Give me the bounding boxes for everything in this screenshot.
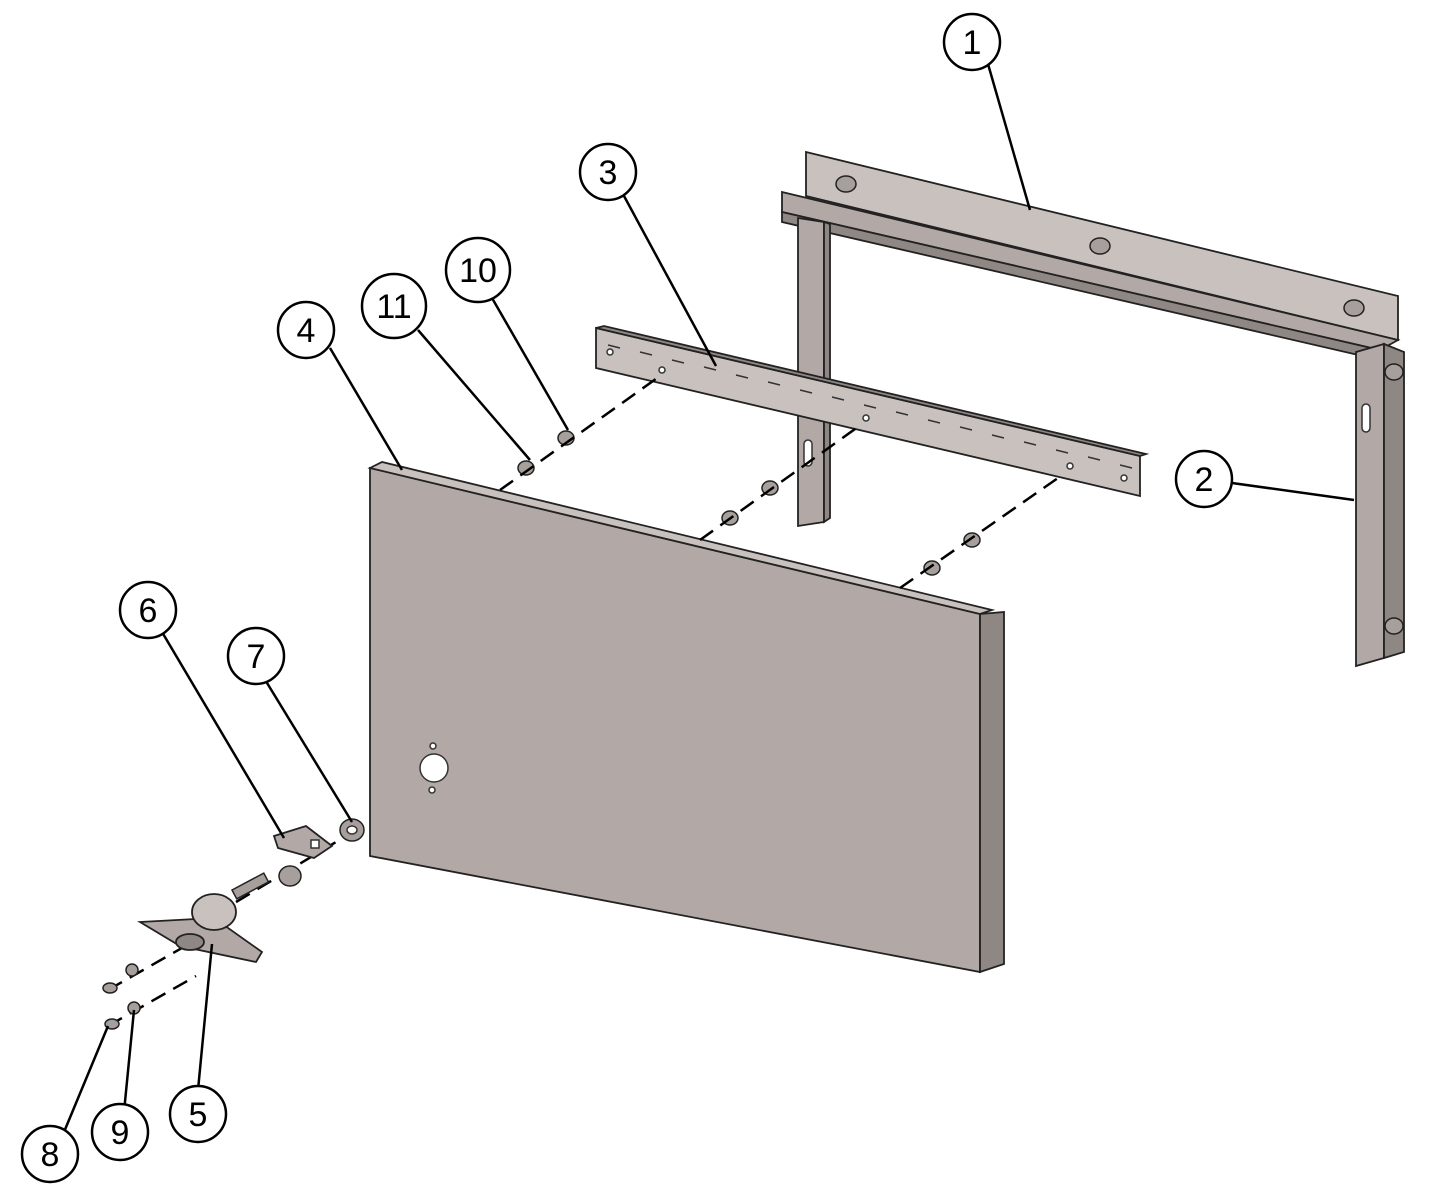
svg-text:7: 7 <box>247 638 266 676</box>
svg-text:2: 2 <box>1195 461 1214 499</box>
callout-4: 4 <box>276 300 336 360</box>
svg-text:3: 3 <box>599 154 618 192</box>
part-2-right-bracket <box>1355 342 1405 668</box>
frame-left-leg <box>797 216 831 528</box>
callout-6: 6 <box>118 580 178 640</box>
svg-text:11: 11 <box>376 288 411 326</box>
svg-text:6: 6 <box>139 592 158 630</box>
callout-8: 8 <box>20 1124 80 1184</box>
svg-text:8: 8 <box>41 1136 60 1174</box>
callout-9: 9 <box>90 1102 150 1162</box>
svg-text:10: 10 <box>459 252 497 290</box>
svg-text:9: 9 <box>111 1114 130 1152</box>
callout-1: 1 <box>942 12 1002 72</box>
svg-text:4: 4 <box>297 312 316 350</box>
callout-2: 2 <box>1174 449 1234 509</box>
callout-7: 7 <box>226 626 286 686</box>
part-1-top-bracket <box>781 150 1401 362</box>
part-6-cam-latch <box>272 825 334 859</box>
callout-5: 5 <box>168 1084 228 1144</box>
part-7-nut <box>278 818 365 887</box>
svg-text:5: 5 <box>189 1096 208 1134</box>
svg-text:1: 1 <box>963 24 982 62</box>
callout-10: 10 <box>444 236 512 304</box>
part-5-t-handle <box>137 872 270 964</box>
part-3-hinge-strip <box>595 325 1150 498</box>
callout-3: 3 <box>578 142 638 202</box>
callout-11: 11 <box>360 272 428 340</box>
part-4-door-panel <box>367 461 1005 974</box>
leader-lines <box>62 63 1355 1133</box>
